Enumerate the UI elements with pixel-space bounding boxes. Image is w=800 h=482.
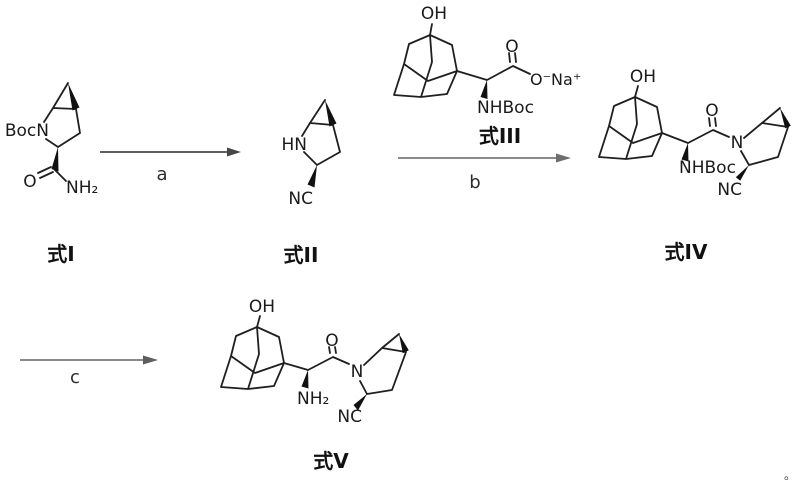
formula-iv-o-label: O	[705, 101, 718, 121]
formula-v-oh-label: OH	[249, 297, 275, 317]
formula-iii-o-label: O	[505, 37, 518, 57]
formula-v-n-label: N	[351, 362, 364, 382]
formula-iv-stereo-wedge-nhboc	[681, 143, 689, 162]
formula-iv-sidechain-bonds	[634, 85, 789, 166]
formula-v-name: 式V	[313, 449, 349, 473]
arrow-b-head-icon	[556, 153, 571, 163]
formula-i-structure: BocN O NH₂ 式I	[5, 82, 98, 266]
formula-ii-bonds	[301, 99, 341, 166]
formula-iii-nhboc-label: NHBoc	[477, 98, 534, 118]
formula-iii-ona-label: O⁻Na⁺	[530, 70, 581, 89]
formula-iv-stereo-wedge-nc	[735, 165, 749, 181]
sentence-period: 。	[784, 468, 796, 482]
formula-ii-stereo-wedge	[307, 165, 317, 188]
formula-v-o-label: O	[325, 331, 338, 351]
formula-ii-name: 式II	[284, 243, 319, 267]
arrow-a-head-icon	[227, 147, 241, 157]
reaction-arrow-b: b	[398, 153, 571, 193]
formula-i-o-label: O	[23, 172, 36, 192]
formula-v-cyclopropane-wedge	[399, 334, 409, 354]
formula-iv-nc-label: NC	[717, 180, 742, 200]
formula-iv-oh-label: OH	[630, 67, 656, 87]
formula-iv-structure: OH O N NHBoc NC 式IV	[598, 67, 791, 264]
formula-ii-nc-label: NC	[288, 189, 313, 209]
formula-iv-nhboc-label: NHBoc	[679, 158, 736, 178]
formula-v-nh2-label: NH₂	[297, 389, 329, 409]
reaction-arrow-a: a	[100, 147, 241, 185]
arrow-b-label: b	[469, 172, 480, 193]
reaction-arrow-c: c	[20, 355, 158, 388]
formula-i-stereo-wedge	[51, 147, 59, 172]
formula-iv-name: 式IV	[665, 240, 708, 264]
formula-i-nh2-label: NH₂	[66, 178, 98, 198]
formula-v-adamantane-cage	[220, 326, 285, 390]
formula-i-bocn-label: BocN	[5, 121, 49, 141]
arrow-a-label: a	[156, 164, 167, 185]
formula-iii-sidechain-bonds	[429, 23, 531, 81]
formula-ii-hn-label: HN	[282, 135, 308, 155]
formula-iv-cyclopropane-wedge	[780, 108, 791, 129]
formula-v-sidechain-bonds	[256, 315, 407, 395]
formula-v-structure: OH O N NH₂ NC 式V	[220, 297, 409, 473]
formula-v-nc-label: NC	[337, 407, 362, 427]
formula-i-cyclopropane-wedge	[68, 83, 80, 111]
formula-iii-stereo-wedge	[480, 80, 488, 99]
formula-v-stereo-wedge-nh2	[301, 370, 309, 389]
arrow-c-label: c	[70, 367, 80, 388]
formula-iii-oh-label: OH	[421, 4, 447, 24]
formula-iii-adamantane-cage	[393, 34, 458, 98]
formula-iv-adamantane-cage	[598, 96, 663, 160]
arrow-c-head-icon	[143, 355, 158, 365]
formula-v-stereo-wedge-nc	[353, 394, 367, 411]
formula-i-name: 式I	[47, 242, 74, 266]
formula-iii-name: 式III	[479, 124, 521, 148]
formula-i-bonds	[37, 82, 81, 182]
formula-iv-n-label: N	[731, 133, 744, 153]
formula-iii-structure: OH O O⁻Na⁺ NHBoc 式III	[393, 4, 581, 148]
formula-ii-cyclopropane-wedge	[325, 100, 337, 127]
formula-ii-structure: HN NC 式II	[282, 99, 341, 267]
